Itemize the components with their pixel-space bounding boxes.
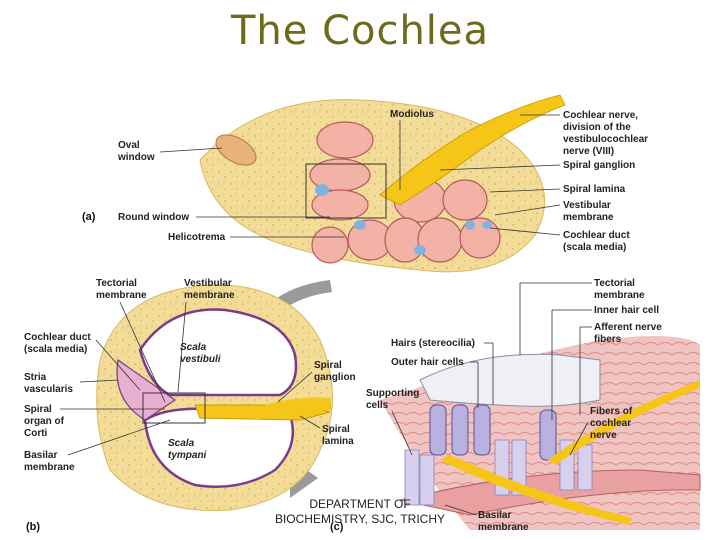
label-tectorial-c-1: Tectorial	[594, 278, 635, 289]
hair-cells	[429, 404, 557, 461]
label-round-window: Round window	[118, 212, 189, 223]
label-modiolus: Modiolus	[390, 109, 434, 120]
label-vestibular-membrane-a-2: membrane	[563, 212, 614, 223]
label-stria-1: Stria	[24, 372, 47, 383]
cochlear-ducts	[315, 184, 492, 255]
label-vestibular-b-1: Vestibular	[184, 278, 232, 289]
footer-line-1: DEPARTMENT OF	[309, 497, 411, 511]
label-fibers-3: nerve	[590, 430, 617, 441]
label-spiral-lamina-b-2: lamina	[322, 436, 354, 447]
label-inner-hair-cell: Inner hair cell	[594, 305, 659, 316]
label-helicotrema: Helicotrema	[168, 232, 226, 243]
label-scala-tympani-1: Scala	[168, 438, 195, 449]
inset-box-a	[305, 163, 387, 219]
label-tectorial-b-2: membrane	[96, 290, 147, 301]
label-scala-tympani-2: tympani	[168, 450, 207, 461]
panel-c-tag: (c)	[330, 521, 344, 533]
label-vestibular-membrane-a-1: Vestibular	[563, 200, 611, 211]
basilar-membrane-c	[399, 469, 701, 516]
label-fibers-2: cochlear	[590, 418, 631, 429]
cochlear-duct-b	[116, 358, 177, 421]
tectorial-membrane-c	[419, 353, 601, 407]
label-basilar-c-1: Basilar	[478, 510, 511, 521]
panel-c-organ-of-corti	[380, 336, 701, 530]
label-basilar-b-2: membrane	[24, 462, 75, 473]
label-hairs: Hairs (stereocilia)	[391, 338, 475, 349]
label-cochlear-duct-a-1: Cochlear duct	[563, 230, 630, 241]
label-spiral-organ-2: organ of	[24, 416, 65, 427]
label-spiral-ganglion-b-2: ganglion	[314, 372, 356, 383]
label-basilar-b-1: Basilar	[24, 450, 57, 461]
label-spiral-organ-1: Spiral	[24, 404, 52, 415]
panel-a-cochlea-section	[199, 94, 566, 273]
afferent-fibers-c	[548, 380, 700, 465]
label-cochlear-nerve-1: Cochlear nerve,	[563, 110, 638, 121]
label-supporting-2: cells	[366, 400, 389, 411]
scala-vestibuli-shape	[138, 308, 298, 397]
label-afferent-2: fibers	[594, 334, 622, 345]
label-supporting-1: Supporting	[366, 388, 419, 399]
label-cochlear-duct-b-2: (scala media)	[24, 344, 87, 355]
label-oval-window-1: Oval	[118, 140, 140, 151]
label-cochlear-nerve-4: nerve (VIII)	[563, 146, 614, 157]
label-fibers-1: Fibers of	[590, 406, 633, 417]
inset-box-b	[142, 392, 206, 424]
label-tectorial-b-1: Tectorial	[96, 278, 137, 289]
label-spiral-ganglion-a: Spiral ganglion	[563, 160, 635, 171]
label-spiral-ganglion-b-1: Spiral	[314, 360, 342, 371]
footer-line-2: BIOCHEMISTRY, SJC, TRICHY	[274, 512, 446, 526]
label-spiral-lamina-a: Spiral lamina	[563, 184, 626, 195]
label-afferent-1: Afferent nerve	[594, 322, 662, 333]
scala-tympani-shape	[143, 407, 295, 488]
nerve-b	[250, 397, 332, 420]
label-spiral-lamina-b-1: Spiral	[322, 424, 350, 435]
label-scala-vestibuli-1: Scala	[180, 342, 207, 353]
cochlear-nerve-bundle	[379, 94, 566, 206]
supporting-cells	[404, 439, 593, 506]
label-outer-hair-cells: Outer hair cells	[391, 357, 464, 368]
panel-a-tag: (a)	[82, 211, 96, 223]
label-scala-vestibuli-2: vestibuli	[180, 354, 221, 365]
nerve-fibers-c	[440, 455, 632, 525]
label-cochlear-nerve-2: division of the	[563, 122, 631, 133]
slide-title: The Cochlea	[230, 8, 490, 54]
panel-b-cross-section	[96, 284, 333, 511]
label-spiral-organ-3: Corti	[24, 428, 48, 439]
label-cochlear-nerve-3: vestibulocochlear	[563, 134, 648, 145]
label-cochlear-duct-a-2: (scala media)	[563, 242, 626, 253]
label-oval-window-2: window	[117, 152, 155, 163]
label-stria-2: vascularis	[24, 384, 73, 395]
label-basilar-c-2: membrane	[478, 522, 529, 533]
oval-window-shape	[215, 134, 257, 166]
label-vestibular-b-2: membrane	[184, 290, 235, 301]
label-cochlear-duct-b-1: Cochlear duct	[24, 332, 91, 343]
label-tectorial-c-2: membrane	[594, 290, 645, 301]
panel-b-tag: (b)	[26, 521, 40, 533]
footer-credit: DEPARTMENT OF BIOCHEMISTRY, SJC, TRICHY	[250, 497, 470, 527]
